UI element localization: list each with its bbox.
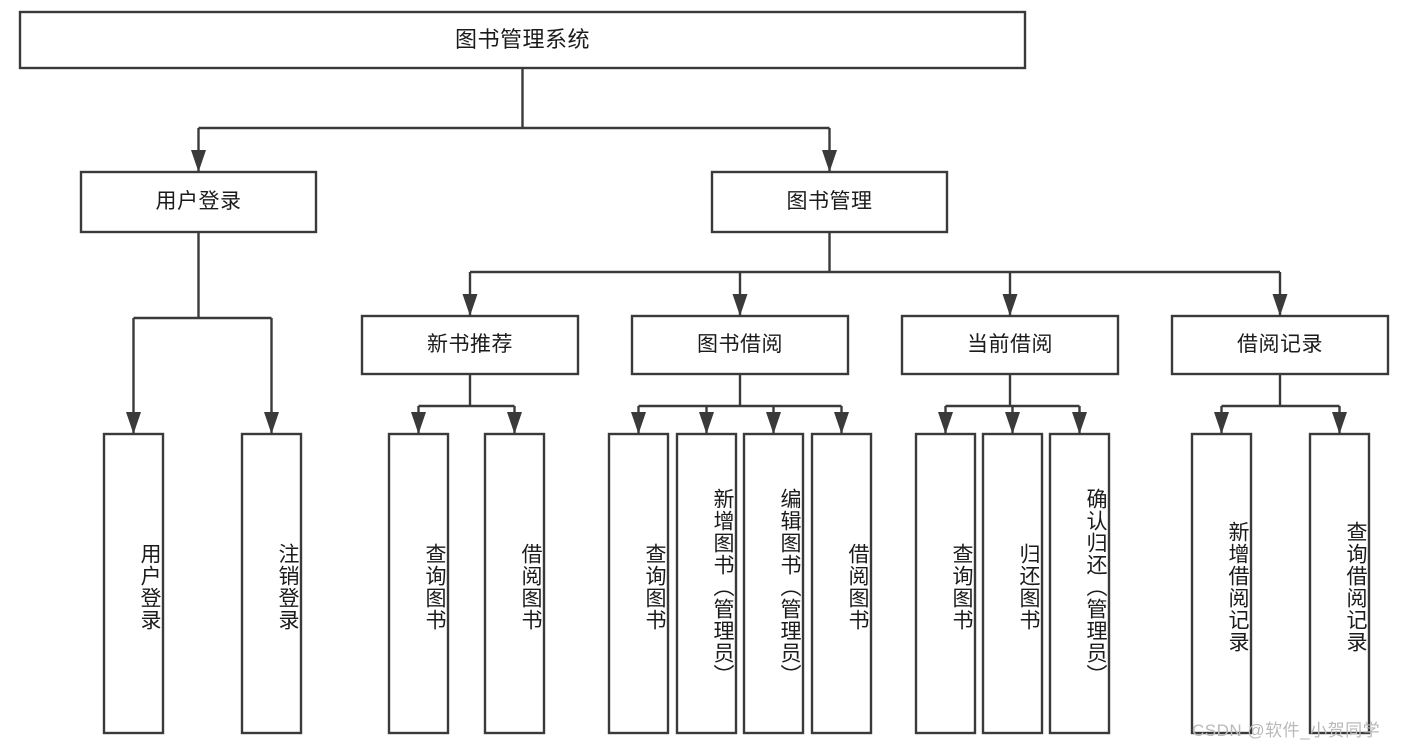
arrow-head-icon xyxy=(822,150,837,172)
arrow-head-icon xyxy=(411,412,426,434)
arrow-head-icon xyxy=(462,294,478,316)
node-box-leaf-query-borrow-record[interactable] xyxy=(1308,432,1371,735)
node-box-user-login[interactable] xyxy=(79,170,318,234)
node-box-leaf-edit-book-admin[interactable] xyxy=(742,432,805,735)
node-box-borrow-record[interactable] xyxy=(1170,314,1390,376)
node-box-book-manage[interactable] xyxy=(710,170,949,234)
node-box-leaf-query-book-1[interactable] xyxy=(387,432,450,735)
node-box-leaf-borrow-book-2[interactable] xyxy=(810,432,873,735)
arrow-head-icon xyxy=(264,412,279,434)
node-box-book-borrow[interactable] xyxy=(630,314,850,376)
arrow-head-icon xyxy=(631,412,646,434)
arrow-head-icon xyxy=(1332,412,1347,434)
arrow-head-icon xyxy=(938,412,953,434)
arrow-head-icon xyxy=(1002,294,1018,316)
node-box-leaf-logout[interactable] xyxy=(240,432,303,735)
node-box-leaf-borrow-book-1[interactable] xyxy=(483,432,546,735)
arrow-head-icon xyxy=(699,412,714,434)
node-box-leaf-return-book[interactable] xyxy=(981,432,1044,735)
arrow-head-icon xyxy=(732,294,748,316)
arrow-head-icon xyxy=(834,412,849,434)
arrow-head-icon xyxy=(191,150,206,172)
arrow-head-icon xyxy=(507,412,522,434)
node-box-current-borrow[interactable] xyxy=(900,314,1120,376)
boxes-layer xyxy=(18,10,1390,735)
arrow-head-icon xyxy=(1214,412,1229,434)
node-box-leaf-add-book-admin[interactable] xyxy=(675,432,738,735)
node-box-leaf-query-book-3[interactable] xyxy=(914,432,977,735)
arrow-head-icon xyxy=(766,412,781,434)
node-box-leaf-confirm-return-admin[interactable] xyxy=(1048,432,1111,735)
node-box-root[interactable] xyxy=(18,10,1027,70)
node-box-leaf-user-login[interactable] xyxy=(102,432,165,735)
arrow-head-icon xyxy=(1072,412,1087,434)
edges-layer xyxy=(126,68,1347,434)
arrow-head-icon xyxy=(1005,412,1020,434)
arrow-head-icon xyxy=(126,412,141,434)
arrow-head-icon xyxy=(1272,294,1288,316)
node-box-new-book-recommend[interactable] xyxy=(360,314,580,376)
node-box-leaf-add-borrow-record[interactable] xyxy=(1190,432,1253,735)
node-box-leaf-query-book-2[interactable] xyxy=(607,432,670,735)
